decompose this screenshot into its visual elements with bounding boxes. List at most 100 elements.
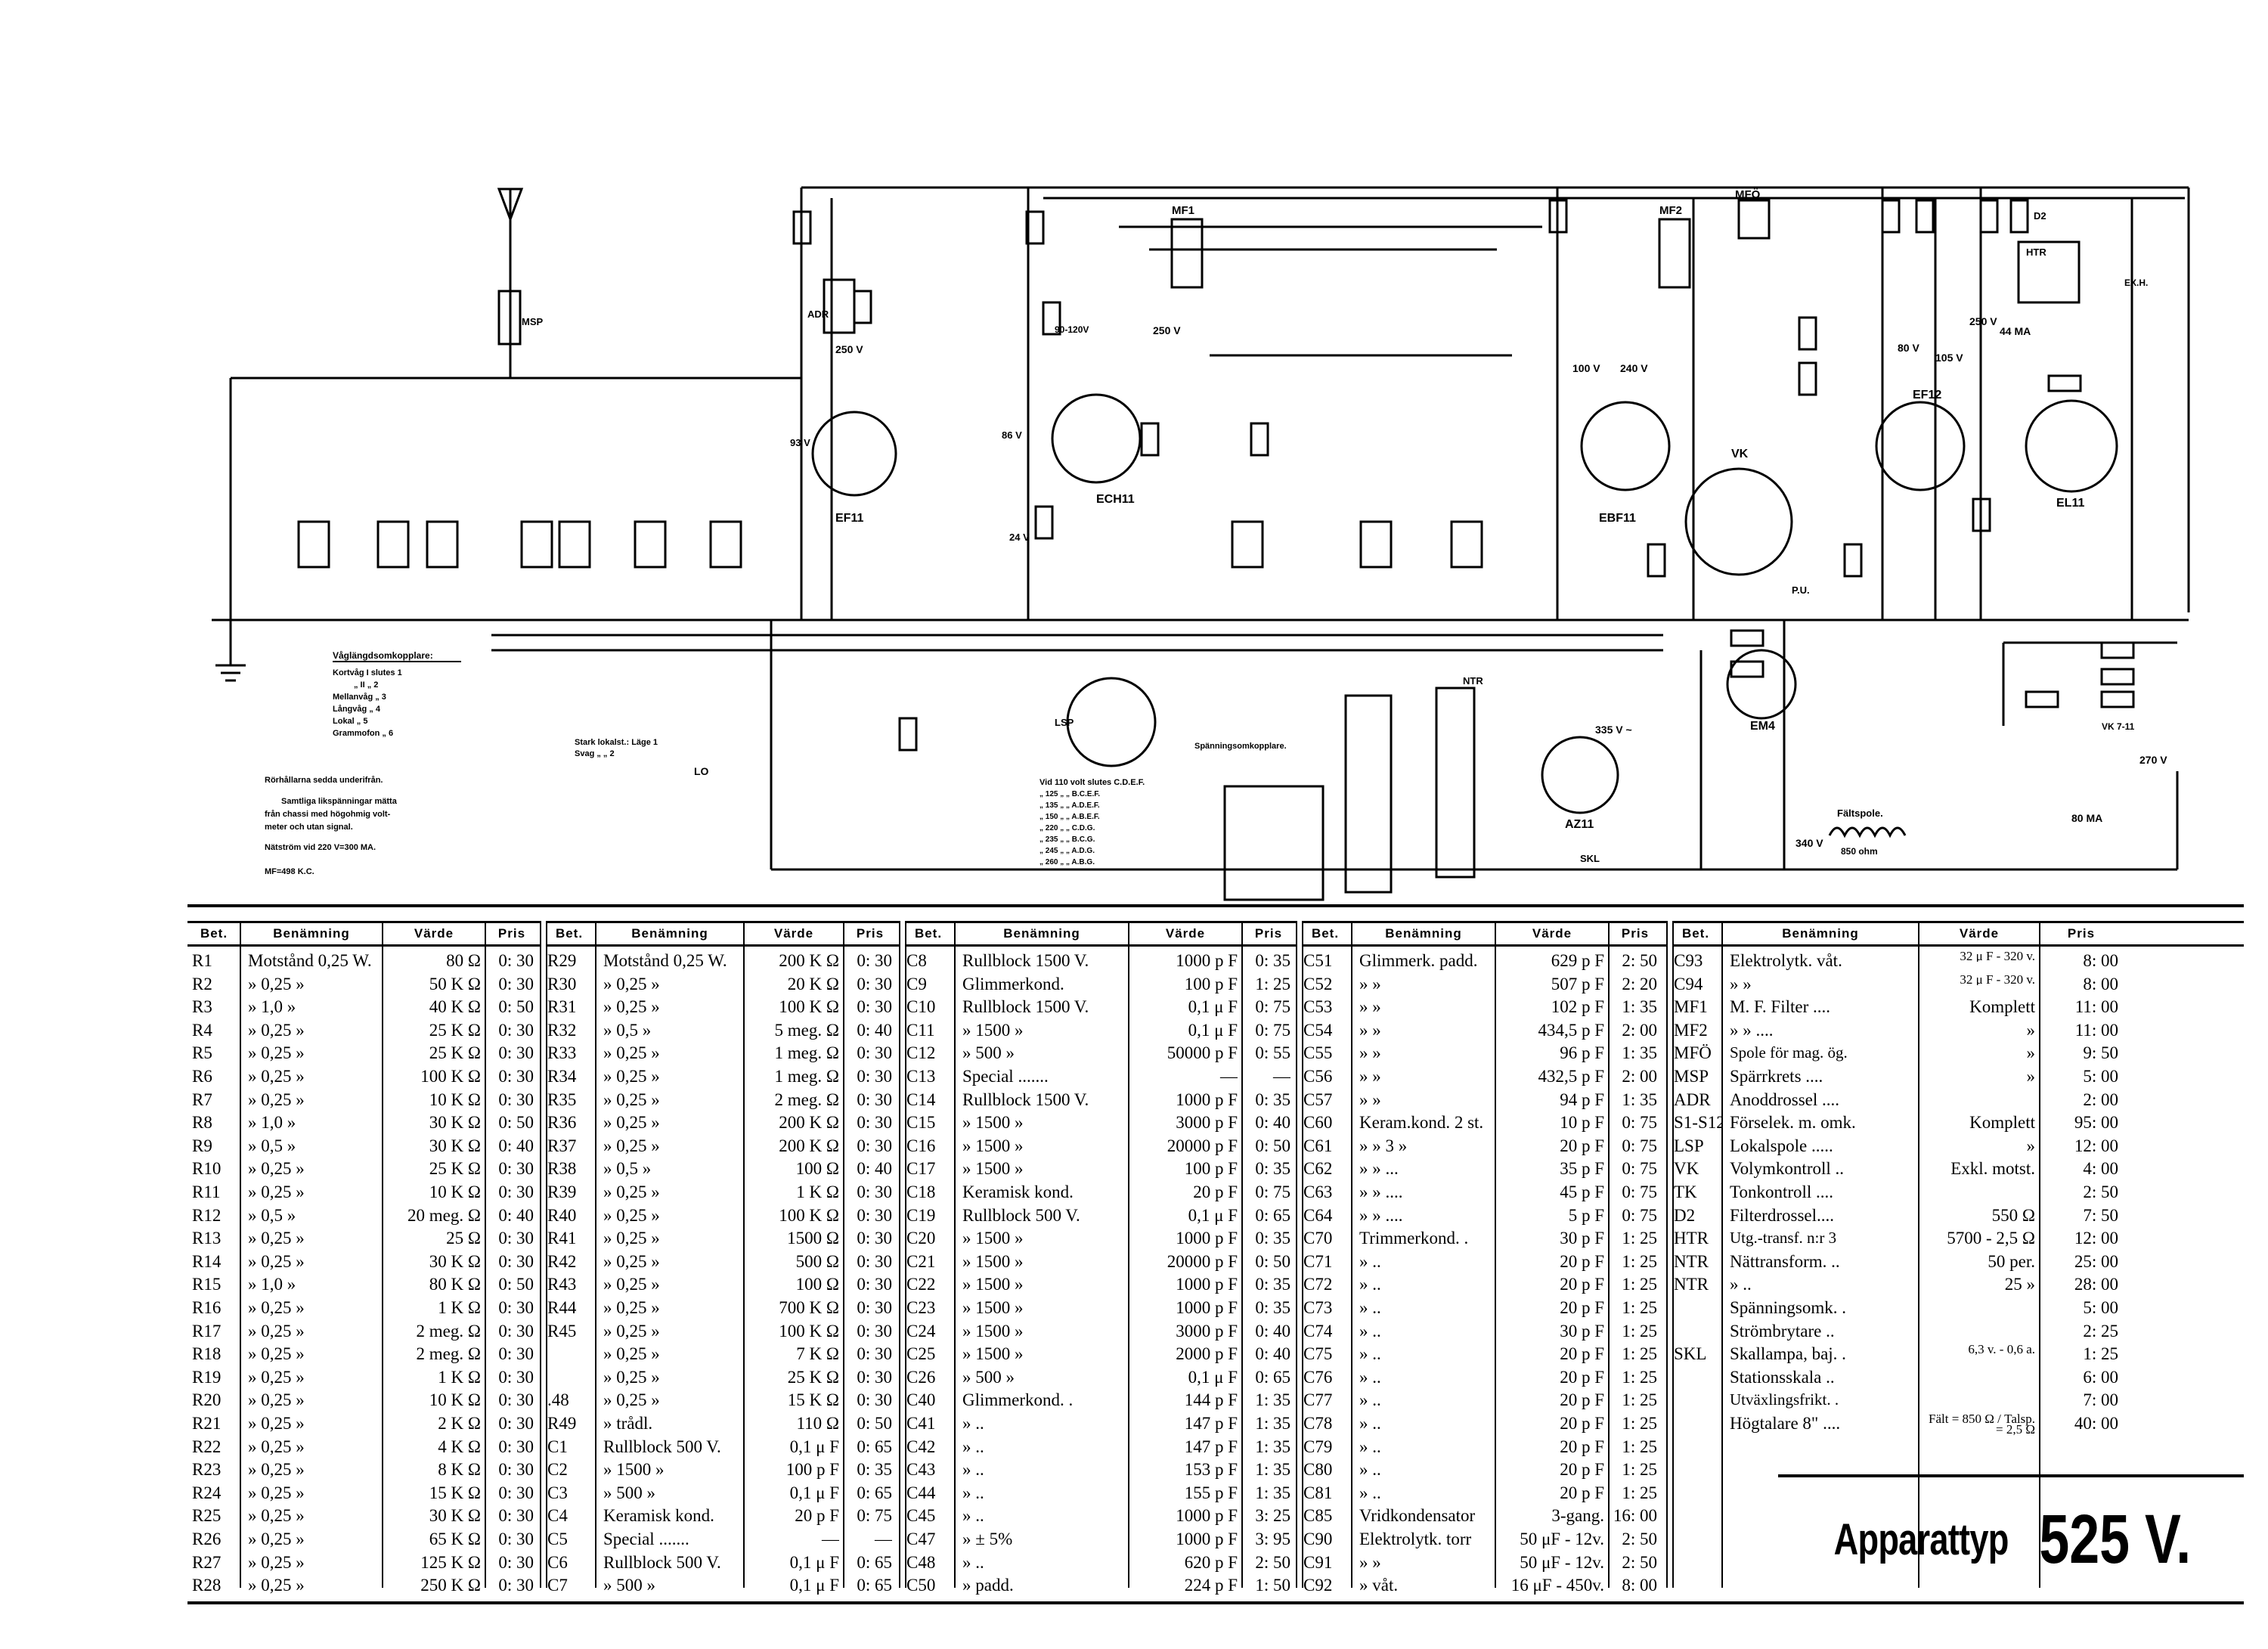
tube-ef12	[1875, 401, 1966, 491]
cell-bet: C26	[906, 1367, 936, 1387]
cell-pris: 2: 50	[2083, 1183, 2118, 1201]
cell-bet: C55	[1303, 1043, 1333, 1063]
cell-bet: C7	[547, 1576, 568, 1595]
cell-pris: 0: 30	[498, 1483, 534, 1502]
cell-bet: LSP	[1674, 1136, 1704, 1155]
column-header: Benämning	[273, 926, 350, 941]
cell-varde: 8 K Ω	[438, 1460, 481, 1480]
label-em4: EM4	[1750, 720, 1775, 733]
svg-text:„ 220 „ „ C.D.G.: „ 220 „ „ C.D.G.	[1040, 824, 1095, 832]
cell-pris: 0: 30	[498, 1576, 534, 1595]
cell-pris: 0: 30	[857, 997, 892, 1017]
component-label: VK 7-11	[2102, 721, 2135, 732]
voltage-label: 100 V	[1572, 362, 1600, 374]
cell-benamning: » 0,25 »	[603, 1344, 660, 1364]
cell-varde: 1 K Ω	[796, 1183, 839, 1201]
cell-bet: R17	[192, 1321, 222, 1341]
cell-bet: R8	[192, 1113, 212, 1133]
cell-bet: C94	[1674, 974, 1703, 993]
cell-varde: 20 p F	[1560, 1460, 1604, 1480]
cell-bet: R3	[192, 997, 212, 1017]
cell-bet: R2	[192, 974, 212, 993]
cell-bet: C42	[906, 1437, 936, 1456]
voltage-label: 270 V	[2139, 754, 2167, 766]
cell-pris: 0: 50	[1255, 1136, 1290, 1155]
cell-varde: 20 p F	[1560, 1298, 1604, 1317]
cell-benamning: » ..	[1359, 1275, 1381, 1294]
cell-benamning: » 0,25 »	[603, 1251, 660, 1271]
component-label: MF1	[1172, 204, 1194, 217]
cell-varde: 0,1 μ F	[789, 1437, 839, 1456]
cell-varde: 20 p F	[1193, 1183, 1238, 1201]
cell-pris: 0: 30	[498, 1460, 534, 1480]
column-divider	[1296, 921, 1303, 1588]
cell-varde: 2 meg. Ω	[774, 1090, 839, 1109]
cell-pris: 16: 00	[1613, 1506, 1657, 1526]
cell-pris: 1: 25	[1622, 1275, 1657, 1294]
cell-varde: 1 meg. Ω	[774, 1043, 839, 1063]
cell-pris: 0: 30	[498, 1344, 534, 1364]
cell-varde: 20 K Ω	[787, 974, 839, 993]
cell-bet: R22	[192, 1437, 222, 1456]
cell-varde: 10 p F	[1560, 1113, 1604, 1133]
cell-varde: 0,1 μ F	[1188, 1367, 1238, 1387]
tube-ebf11	[1580, 401, 1671, 491]
svg-text:„ 135 „ „ A.D.E.F.: „ 135 „ „ A.D.E.F.	[1040, 801, 1100, 810]
cell-pris: 0: 30	[498, 1414, 534, 1433]
cell-benamning: » 1500 »	[603, 1460, 665, 1480]
cell-pris: 1: 25	[1622, 1414, 1657, 1433]
cell-benamning: Stationsskala ..	[1730, 1367, 1835, 1387]
voltage-label: 250 V	[1153, 324, 1181, 336]
cell-pris: 0: 30	[498, 1067, 534, 1086]
cell-bet: ADR	[1674, 1090, 1711, 1109]
cell-pris: 0: 30	[498, 951, 534, 970]
cell-varde: 3-gang.	[1551, 1506, 1604, 1526]
cell-benamning: » 1500 »	[962, 1344, 1024, 1364]
cell-benamning: » ..	[962, 1460, 984, 1480]
cell-varde: 200 K Ω	[779, 1113, 839, 1133]
cell-benamning: » » ...	[1359, 1159, 1399, 1179]
cell-benamning: » 0,5 »	[248, 1136, 296, 1155]
cell-bet: C60	[1303, 1113, 1333, 1133]
cell-pris: 0: 30	[857, 1205, 892, 1225]
cell-pris: 28: 00	[2074, 1275, 2118, 1294]
voltage-label: 44 MA	[2000, 325, 2031, 337]
voltage-label: 86 V	[1002, 429, 1022, 441]
cell-pris: 11: 00	[2074, 997, 2118, 1017]
cell-benamning: Utg.-transf. n:r 3	[1730, 1229, 1837, 1248]
column-header: Benämning	[1782, 926, 1859, 941]
cell-pris: 0: 30	[857, 1321, 892, 1341]
cell-bet: MF1	[1674, 997, 1708, 1017]
cell-pris: 1: 35	[1622, 1090, 1657, 1109]
cell-pris: 0: 30	[498, 1043, 534, 1063]
cell-pris: 0: 75	[1622, 1136, 1657, 1155]
cell-pris: 0: 65	[857, 1576, 892, 1595]
column-header: Bet.	[1681, 926, 1710, 941]
cell-varde: 155 p F	[1184, 1483, 1238, 1502]
cell-pris: 12: 00	[2074, 1229, 2118, 1248]
cell-bet: C78	[1303, 1414, 1333, 1433]
component-label: Fältspole.	[1837, 807, 1883, 819]
cell-varde: 500 Ω	[795, 1251, 839, 1271]
cell-pris: 0: 35	[1255, 951, 1290, 970]
cell-bet: C74	[1303, 1321, 1333, 1341]
cell-benamning: » 1,0 »	[248, 1113, 296, 1133]
cell-pris: 0: 30	[498, 1367, 534, 1387]
cell-bet: C25	[906, 1344, 936, 1364]
label-ef12: EF12	[1913, 389, 1941, 401]
cell-varde: 153 p F	[1184, 1460, 1238, 1480]
cell-pris: 1: 35	[1255, 1390, 1290, 1410]
cell-bet: R34	[547, 1067, 577, 1086]
component-label: SKL	[1580, 853, 1600, 864]
cell-varde: 200 K Ω	[779, 951, 839, 970]
column-header: Bet.	[200, 926, 228, 941]
component-label: D2	[2034, 210, 2046, 222]
cell-varde: —	[822, 1530, 839, 1548]
voltage-label: 250 V	[1969, 315, 1997, 327]
cell-varde: 94 p F	[1560, 1090, 1604, 1109]
cell-pris: 2: 50	[1622, 1552, 1657, 1572]
column-divider	[1918, 921, 1919, 1588]
cell-varde: 50 K Ω	[429, 974, 481, 993]
cell-pris: 0: 30	[857, 1390, 892, 1410]
